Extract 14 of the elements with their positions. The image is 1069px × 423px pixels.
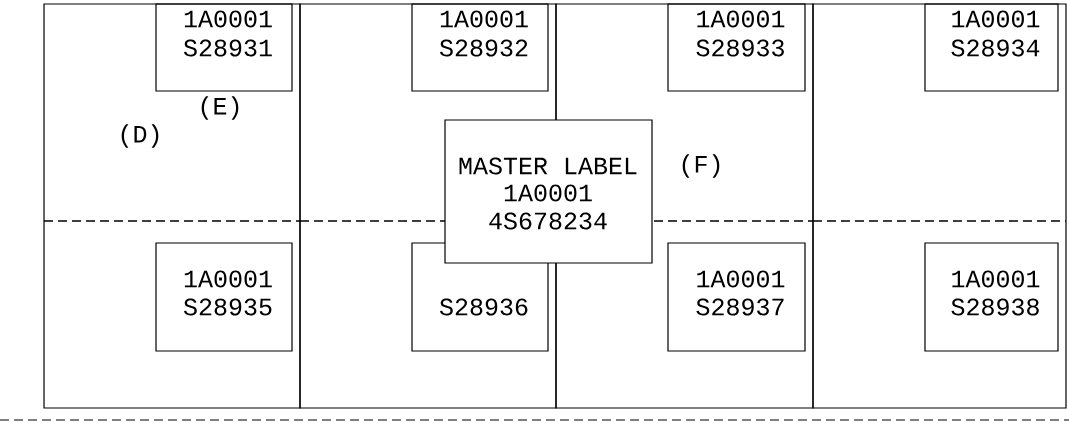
callout-letter: (F) [682, 154, 720, 178]
label-box: 1A0001 S28938 [924, 242, 1059, 352]
carton-cell [812, 3, 1067, 222]
label-box: 1A0001 S28933 [667, 3, 806, 92]
label-box: 1A0001 S28935 [155, 242, 293, 352]
label-box: 1A0001 S28932 [411, 3, 549, 92]
master-label: MASTER LABEL 1A0001 4S678234 [444, 119, 653, 264]
carton-cell [43, 220, 301, 409]
label-box: 1A0001 S28937 [667, 242, 806, 352]
callout-letter: (D) [121, 124, 159, 148]
carton-cell [43, 3, 301, 222]
carton-cell [812, 220, 1067, 409]
label-box: 1A0001 S28934 [924, 3, 1059, 92]
label-box: 1A0001 S28931 [155, 3, 293, 92]
